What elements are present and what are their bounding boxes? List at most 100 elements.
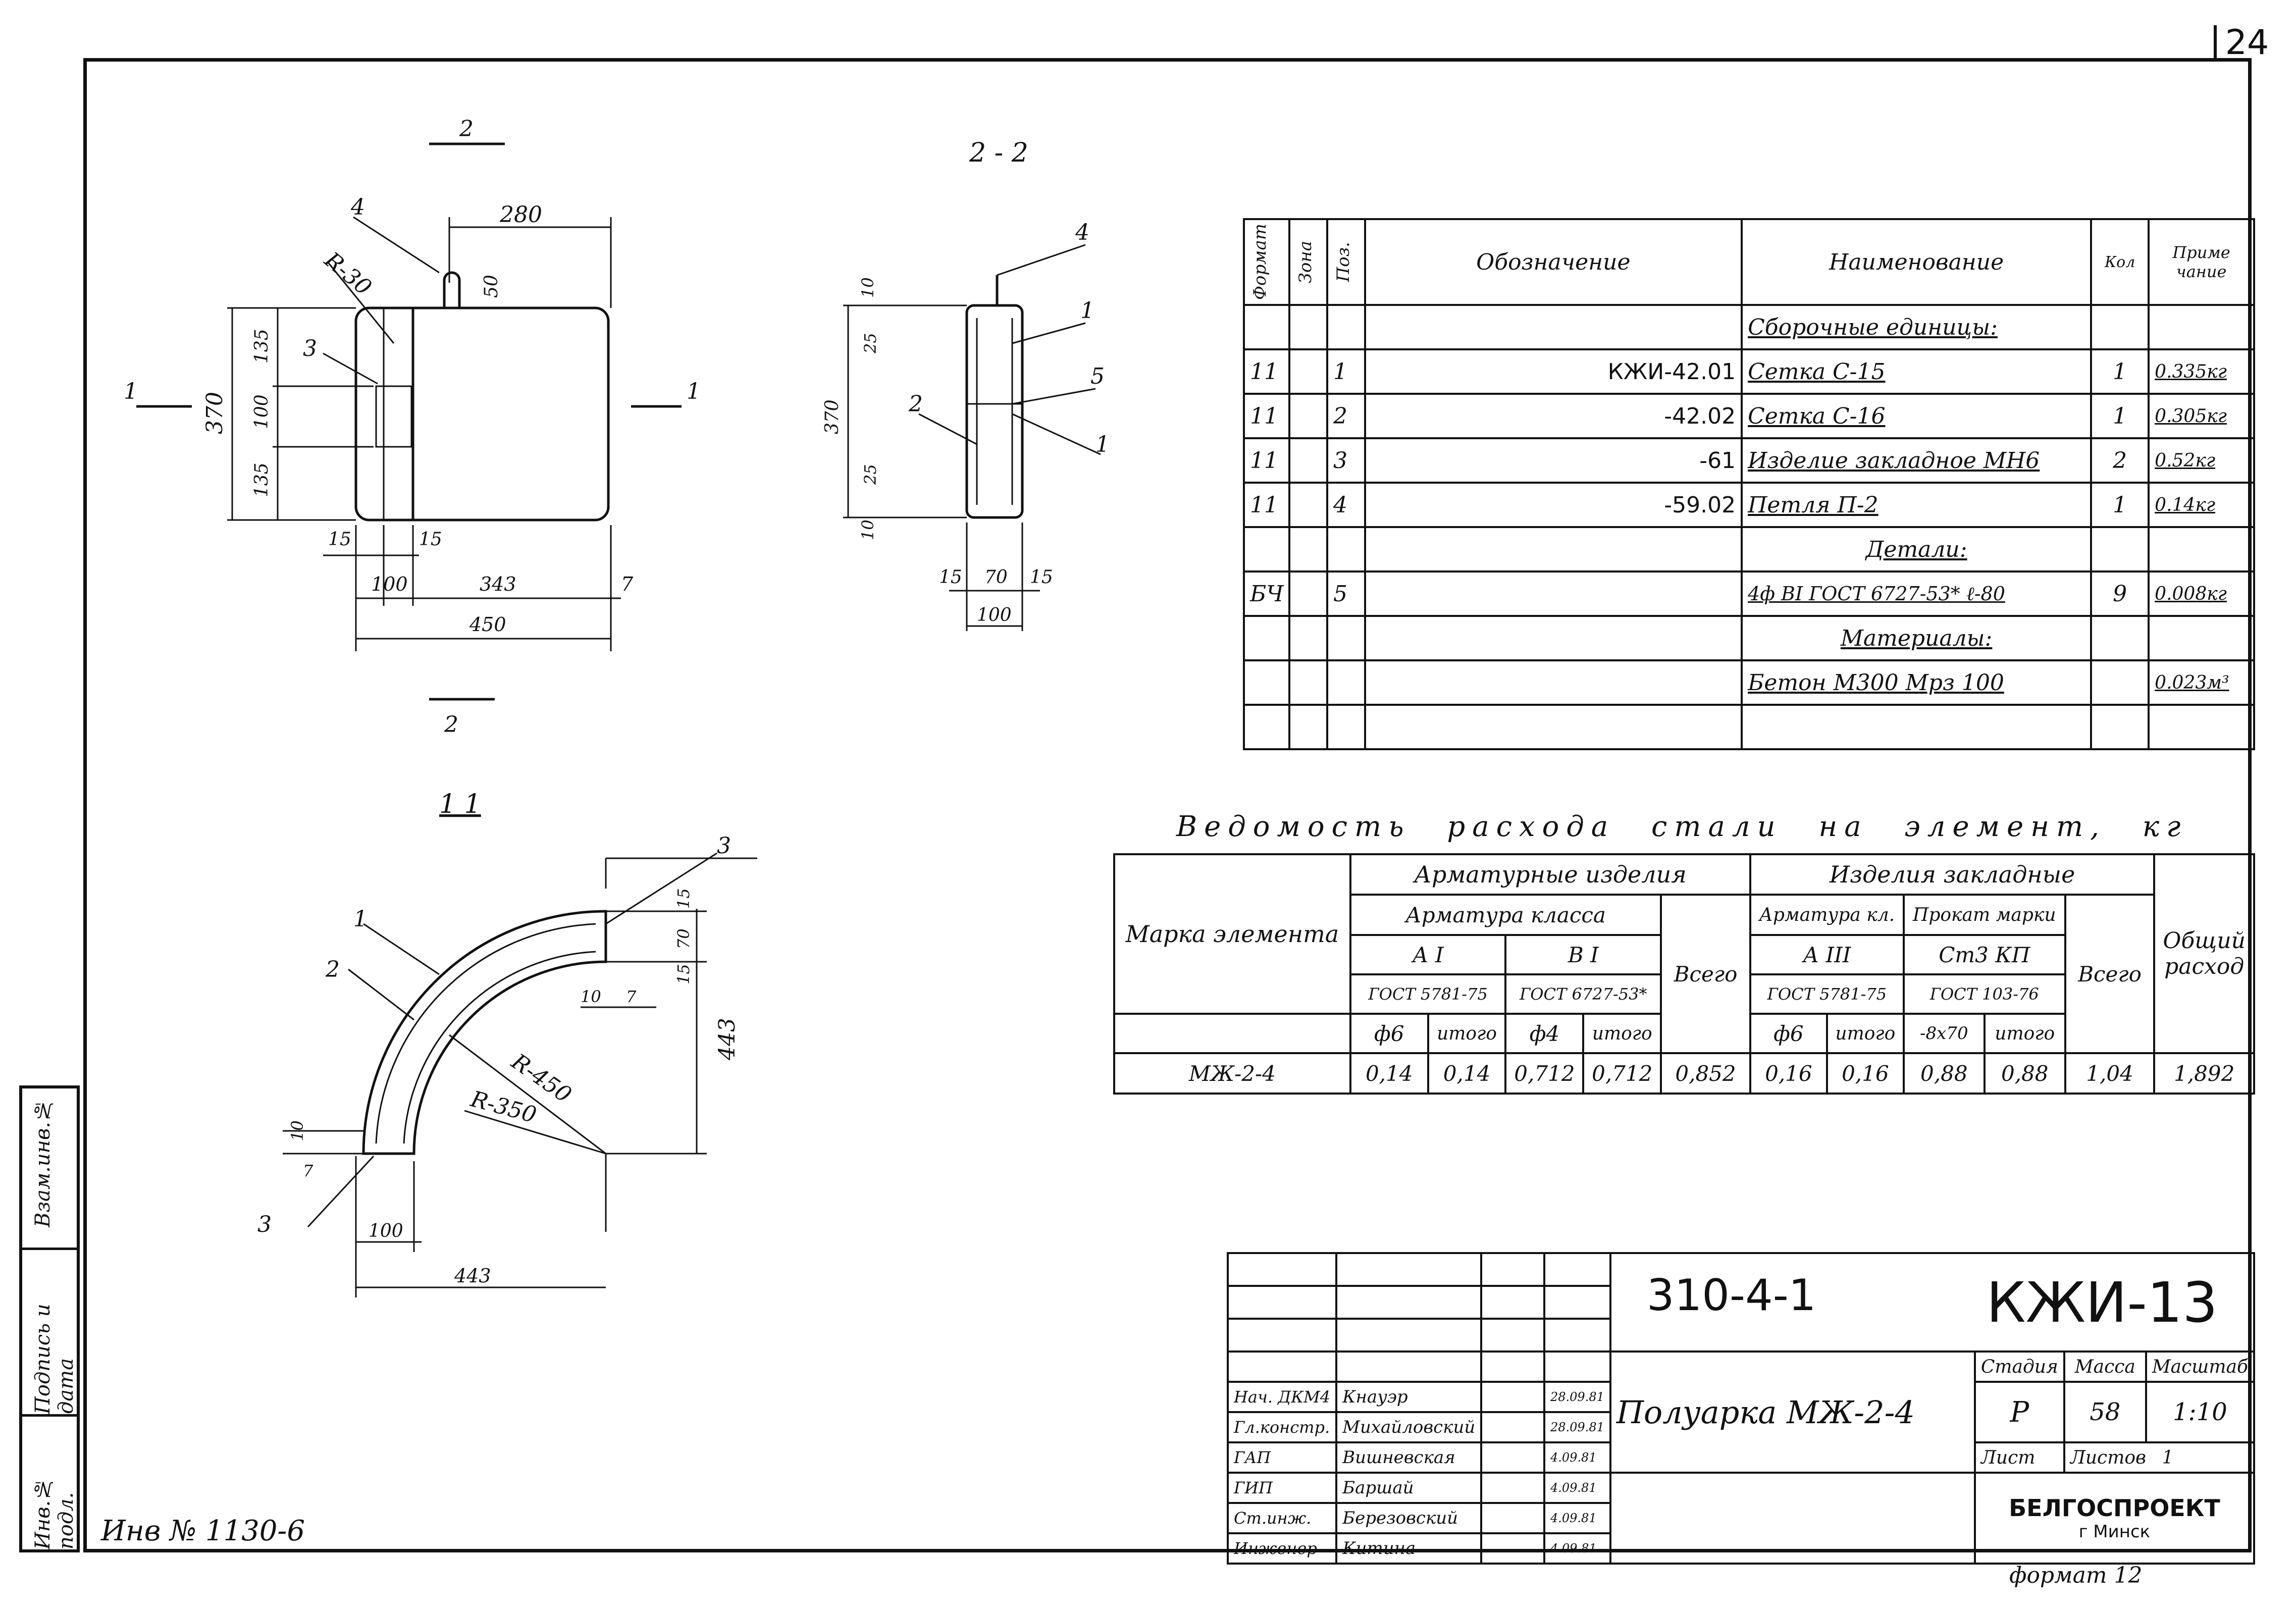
dim-10b: 10 (858, 520, 877, 540)
dim-10a: 10 (858, 277, 877, 298)
cell-note: 0.305кг (2148, 393, 2255, 439)
steel-cell: 0,14 (1349, 1052, 1429, 1095)
pos-1-s11: 1 (353, 906, 368, 932)
steel-h-total2: итого (1582, 1013, 1662, 1054)
steel-table: Марка элемента Арматурные изделия Издели… (1113, 853, 2255, 1095)
steel-cell-total: 1,892 (2153, 1052, 2255, 1095)
sheets-label: Листов (2070, 1447, 2146, 1468)
section-1-1-title: 1 1 (439, 789, 481, 819)
cell-name: Петля П-2 (1741, 482, 2093, 528)
table-row: ГАП Вишневская 4.09.81 Лист Листов 1 (1226, 1441, 2256, 1474)
steel-cell: 0,14 (1427, 1052, 1507, 1095)
cell-pos (1326, 704, 1366, 750)
tb-name: Вишневская (1335, 1441, 1483, 1474)
sheet-number: 24 (2214, 25, 2277, 61)
tb-role: Инженер (1226, 1532, 1338, 1565)
cell-format: 11 (1242, 393, 1291, 439)
signature (1480, 1411, 1545, 1443)
cell-designation: -61 (1364, 437, 1743, 484)
steel-h-blank (1113, 1013, 1351, 1054)
pos-3-front: 3 (303, 336, 317, 361)
pos-3a-s11: 3 (717, 833, 731, 859)
cell-qty: 9 (2090, 570, 2150, 617)
cell-format: БЧ (1242, 570, 1291, 617)
tb-role: ГАП (1226, 1441, 1338, 1474)
pos-1a-s22: 1 (1080, 298, 1094, 324)
format-note: формат 12 (2009, 1563, 2143, 1588)
cell-note: 0.14кг (2148, 482, 2255, 528)
cell-qty: 1 (2090, 482, 2150, 528)
signature (1480, 1381, 1545, 1413)
dim-15-s22a: 15 (939, 567, 962, 588)
spec-h-pos: Поз. (1333, 242, 1353, 282)
steel-h-mark: Марка элемента (1113, 853, 1351, 1015)
cell-qty (2090, 659, 2150, 706)
section-2-2 (843, 244, 1101, 631)
specification-table: Формат Зона Поз. Обозначение Наименовани… (1242, 218, 2255, 750)
dim-100-s11: 100 (369, 1221, 403, 1241)
cell-name: Сетка С-15 (1741, 348, 2093, 395)
table-row (1242, 704, 2255, 750)
steel-cell: 0,88 (1983, 1052, 2066, 1095)
scale-value: 1:10 (2145, 1381, 2256, 1443)
sheet-label: Лист (1973, 1441, 2065, 1474)
dim-70-s22: 70 (984, 567, 1008, 588)
cell-designation: -59.02 (1364, 482, 1743, 528)
dim-280: 280 (499, 202, 542, 228)
sidebar-stamp: Взам.инв.№ Подпись и дата Инв.№ подл. (19, 1085, 80, 1552)
pos-4-s22: 4 (1075, 220, 1089, 245)
cell-zone (1288, 304, 1328, 350)
cell-zone (1288, 526, 1328, 573)
section-2-2-title: 2 - 2 (969, 138, 1028, 168)
pos-2-s22: 2 (908, 391, 923, 417)
steel-h-d6b: ф6 (1749, 1013, 1828, 1054)
tb-role: Гл.констр. (1226, 1411, 1338, 1443)
sidebar-label-inventory: Инв.№ подл. (31, 1477, 78, 1549)
steel-h-gost3: ГОСТ 5781-75 (1749, 973, 1905, 1015)
steel-h-gost2: ГОСТ 6727-53* (1504, 973, 1662, 1015)
dim-15b: 15 (419, 529, 442, 550)
scale-label: Масштаб (2145, 1351, 2256, 1383)
steel-h-aiii: А III (1749, 934, 1905, 975)
dim-450: 450 (469, 613, 506, 636)
dim-100v: 100 (251, 394, 272, 429)
dim-135b: 135 (251, 462, 272, 497)
tb-name: Березовский (1335, 1502, 1483, 1534)
cell-designation: -42.02 (1364, 393, 1743, 439)
steel-cell: 0,712 (1504, 1052, 1585, 1095)
embedded-plate-hatch (375, 385, 412, 448)
steel-h-gost1: ГОСТ 5781-75 (1349, 973, 1507, 1015)
cell-pos: 4 (1326, 482, 1366, 528)
steel-h-embed: Изделия закладные (1749, 853, 2156, 896)
steel-h-bi: В I (1504, 934, 1662, 975)
pos-3b-s11: 3 (257, 1212, 272, 1237)
steel-cell: 1,04 (2064, 1052, 2156, 1095)
cell-pos (1326, 526, 1366, 573)
table-row: МЖ-2-4 0,14 0,14 0,712 0,712 0,852 0,16 … (1113, 1052, 2255, 1095)
tb-date: 4.09.81 (1543, 1472, 1611, 1504)
dim-443-h: 443 (454, 1265, 491, 1287)
sidebar-cell-2: Подпись и дата (22, 1250, 78, 1417)
cell-qty: 1 (2090, 393, 2150, 439)
inventory-number: Инв № 1130-6 (101, 1515, 305, 1547)
cell-name: Бетон М300 Мрз 100 (1741, 659, 2093, 706)
dim-r30: R-30 (319, 247, 376, 301)
steel-h-sum1: Всего (1660, 894, 1751, 1054)
front-section-mark-top: 2 (459, 116, 474, 142)
cell-designation (1364, 304, 1743, 350)
signature (1480, 1502, 1545, 1534)
sidebar-cell-3: Инв.№ подл. (22, 1417, 78, 1549)
dim-25b: 25 (861, 464, 880, 485)
stage-label: Стадия (1973, 1351, 2065, 1383)
cell-pos (1326, 304, 1366, 350)
cell-designation (1364, 570, 1743, 617)
signature (1480, 1441, 1545, 1474)
cell-format (1242, 704, 1291, 750)
spec-h-name: Наименование (1741, 218, 2093, 306)
cell-qty (2090, 526, 2150, 573)
table-row: Детали: (1242, 526, 2255, 573)
item-name: Полуарка МЖ-2-4 (1609, 1351, 1976, 1474)
